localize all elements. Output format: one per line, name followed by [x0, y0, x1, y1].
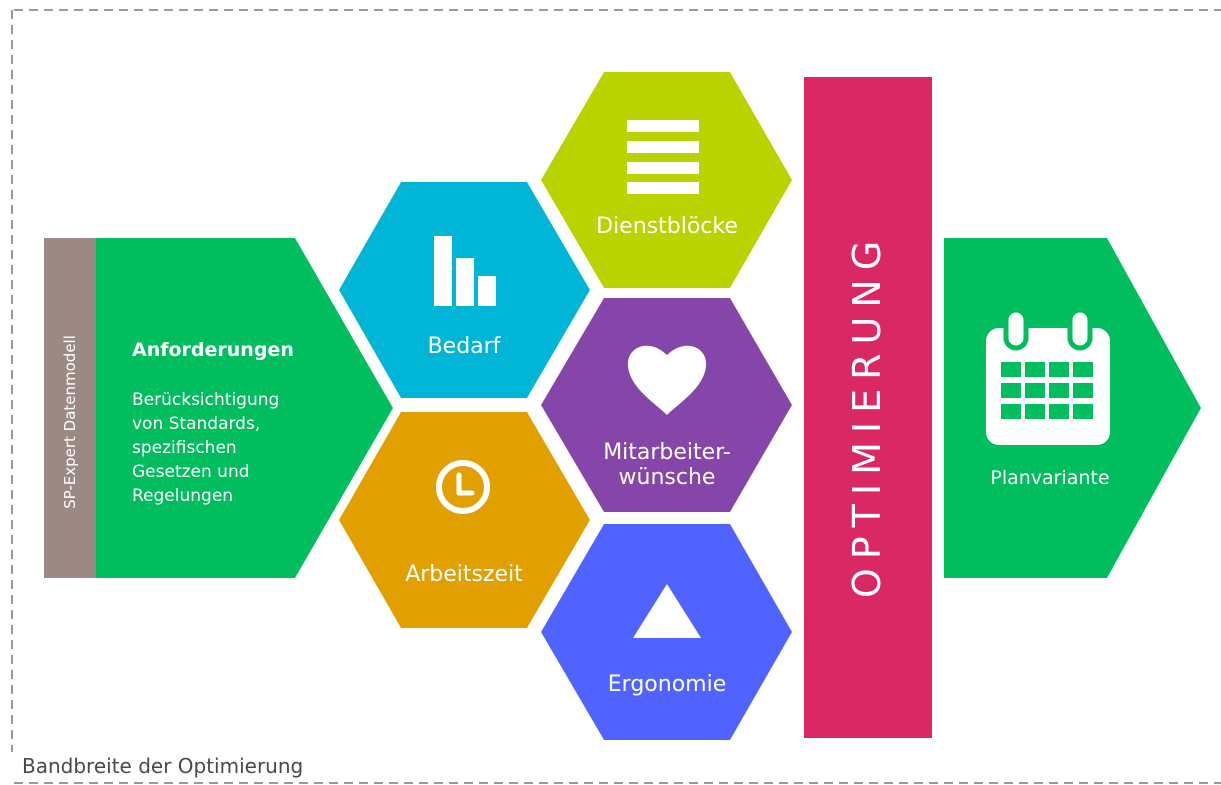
description-line: Regelungen: [132, 486, 234, 506]
description-line: Berücksichtigung: [132, 390, 280, 410]
hex-arbeitszeit-label: Arbeitszeit: [405, 562, 523, 587]
requirements-title: Anforderungen: [132, 339, 294, 361]
triangle-icon: [633, 584, 701, 638]
optimization-label: OPTIMIERUNG: [845, 231, 889, 599]
label-line: Mitarbeiter-: [603, 440, 731, 465]
clock-icon: [436, 460, 490, 514]
hex-dienstbloecke-label: Dienstblöcke: [596, 214, 738, 239]
frame-caption: Bandbreite der Optimierung: [22, 754, 304, 778]
hex-ergonomie-label: Ergonomie: [607, 672, 727, 697]
description-line: Gesetzen und: [132, 462, 250, 482]
dashed-frame: [11, 9, 1221, 784]
hex-dienstbloecke: [541, 72, 792, 288]
datamodel-sidebar: [44, 238, 96, 578]
label-line: wünsche: [618, 465, 716, 490]
menu-lines-icon: [627, 120, 699, 194]
optimization-bar: [804, 77, 932, 738]
heart-icon: [627, 345, 707, 415]
bar-chart-icon: [434, 236, 496, 306]
description-line: spezifischen: [132, 438, 237, 458]
description-line: von Standards,: [132, 414, 261, 434]
requirements-arrow: [96, 238, 393, 578]
calendar-icon: [986, 307, 1110, 445]
planvariante-label: Planvariante: [990, 467, 1110, 489]
hex-arbeitszeit: [339, 412, 590, 628]
datamodel-label: SP-Expert Datenmodell: [61, 335, 79, 509]
requirements-description: Berücksichtigung von Standards, spezifis…: [132, 388, 279, 508]
hex-mitarbeiterwuensche-label: Mitarbeiter- wünsche: [582, 440, 752, 490]
hex-bedarf-label: Bedarf: [427, 334, 501, 359]
